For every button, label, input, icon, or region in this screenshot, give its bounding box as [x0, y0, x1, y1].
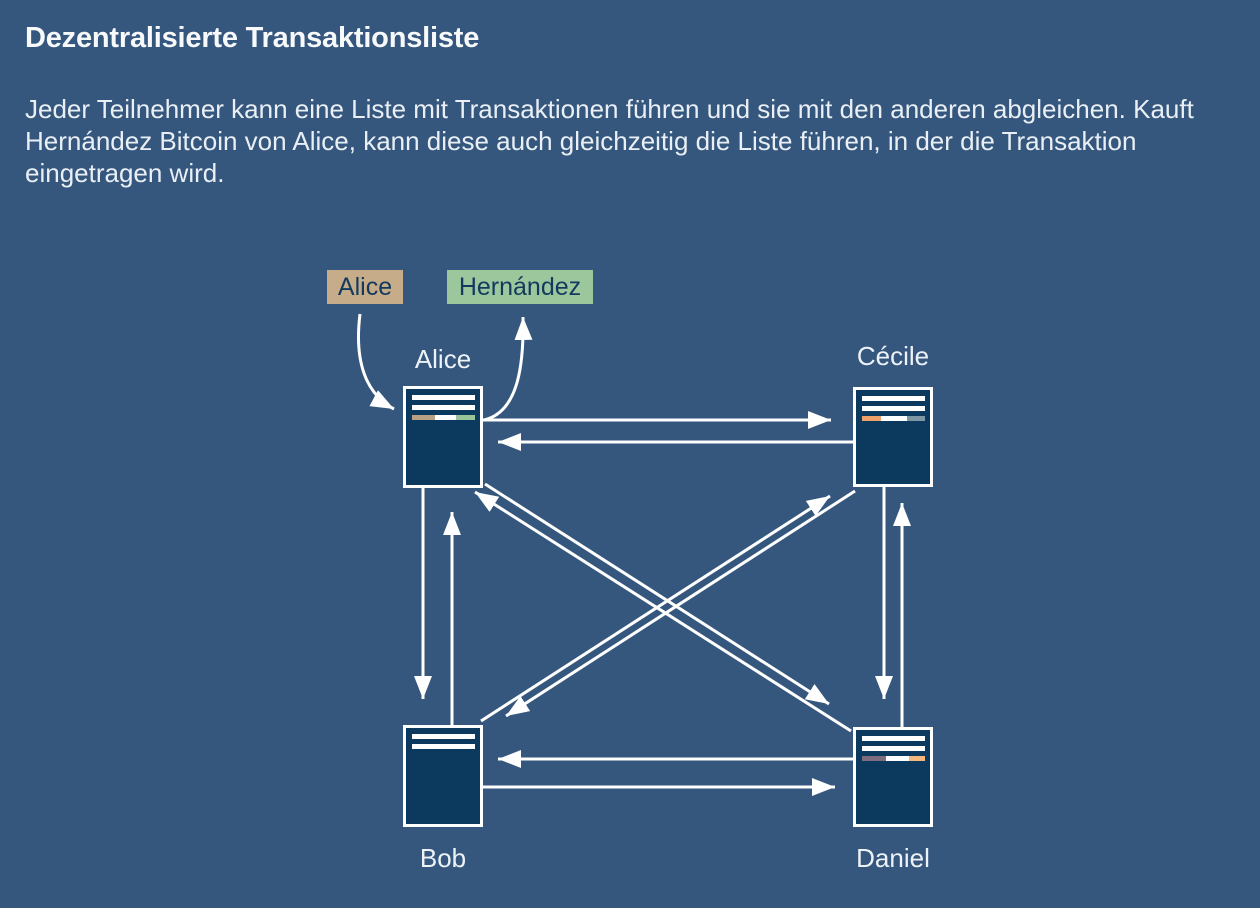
arrow-bob-to-cecile: [480, 494, 831, 723]
tag-alice: Alice: [327, 270, 403, 304]
node-daniel-list: [853, 727, 933, 827]
list-line: [412, 734, 475, 739]
list-line-highlighted: [862, 756, 925, 761]
tag-hernandez-label: Hernández: [458, 272, 582, 301]
list-line: [412, 395, 475, 400]
list-line-highlighted: [412, 415, 475, 420]
list-line: [862, 746, 925, 751]
node-cecile-list: [853, 387, 933, 487]
list-line: [412, 744, 475, 749]
page-title: Dezentralisierte Transaktionsliste: [25, 22, 480, 54]
highlight-segment: [880, 416, 908, 421]
highlight-segment: [862, 756, 886, 761]
node-bob-list: [403, 725, 483, 827]
list-line: [862, 406, 925, 411]
arrow-alice-tag-to-alice-node: [357, 313, 395, 411]
highlight-segment: [908, 756, 925, 761]
node-label-bob: Bob: [419, 843, 467, 873]
list-line: [862, 736, 925, 741]
highlight-segment: [907, 416, 925, 421]
highlight-segment: [885, 756, 909, 761]
highlight-segment: [456, 415, 475, 420]
arrow-daniel-to-alice: [474, 490, 852, 733]
highlight-segment: [434, 415, 457, 420]
highlight-segment: [862, 416, 881, 421]
list-line: [862, 396, 925, 401]
description-text: Jeder Teilnehmer kann eine Liste mit Tra…: [25, 94, 1194, 188]
tag-hernandez: Hernández: [447, 270, 593, 304]
arrow-cecile-to-bob: [505, 489, 856, 718]
tag-alice-label: Alice: [337, 272, 393, 301]
arrow-alice-node-to-hernandez-tag: [483, 316, 533, 422]
list-line: [412, 405, 475, 410]
node-label-cecile: Cécile: [856, 341, 930, 371]
highlight-segment: [412, 415, 435, 420]
node-alice-list: [403, 386, 483, 488]
node-label-daniel: Daniel: [856, 843, 930, 873]
list-line-highlighted: [862, 416, 925, 421]
node-label-alice: Alice: [414, 344, 472, 374]
arrow-alice-to-daniel: [484, 482, 830, 706]
